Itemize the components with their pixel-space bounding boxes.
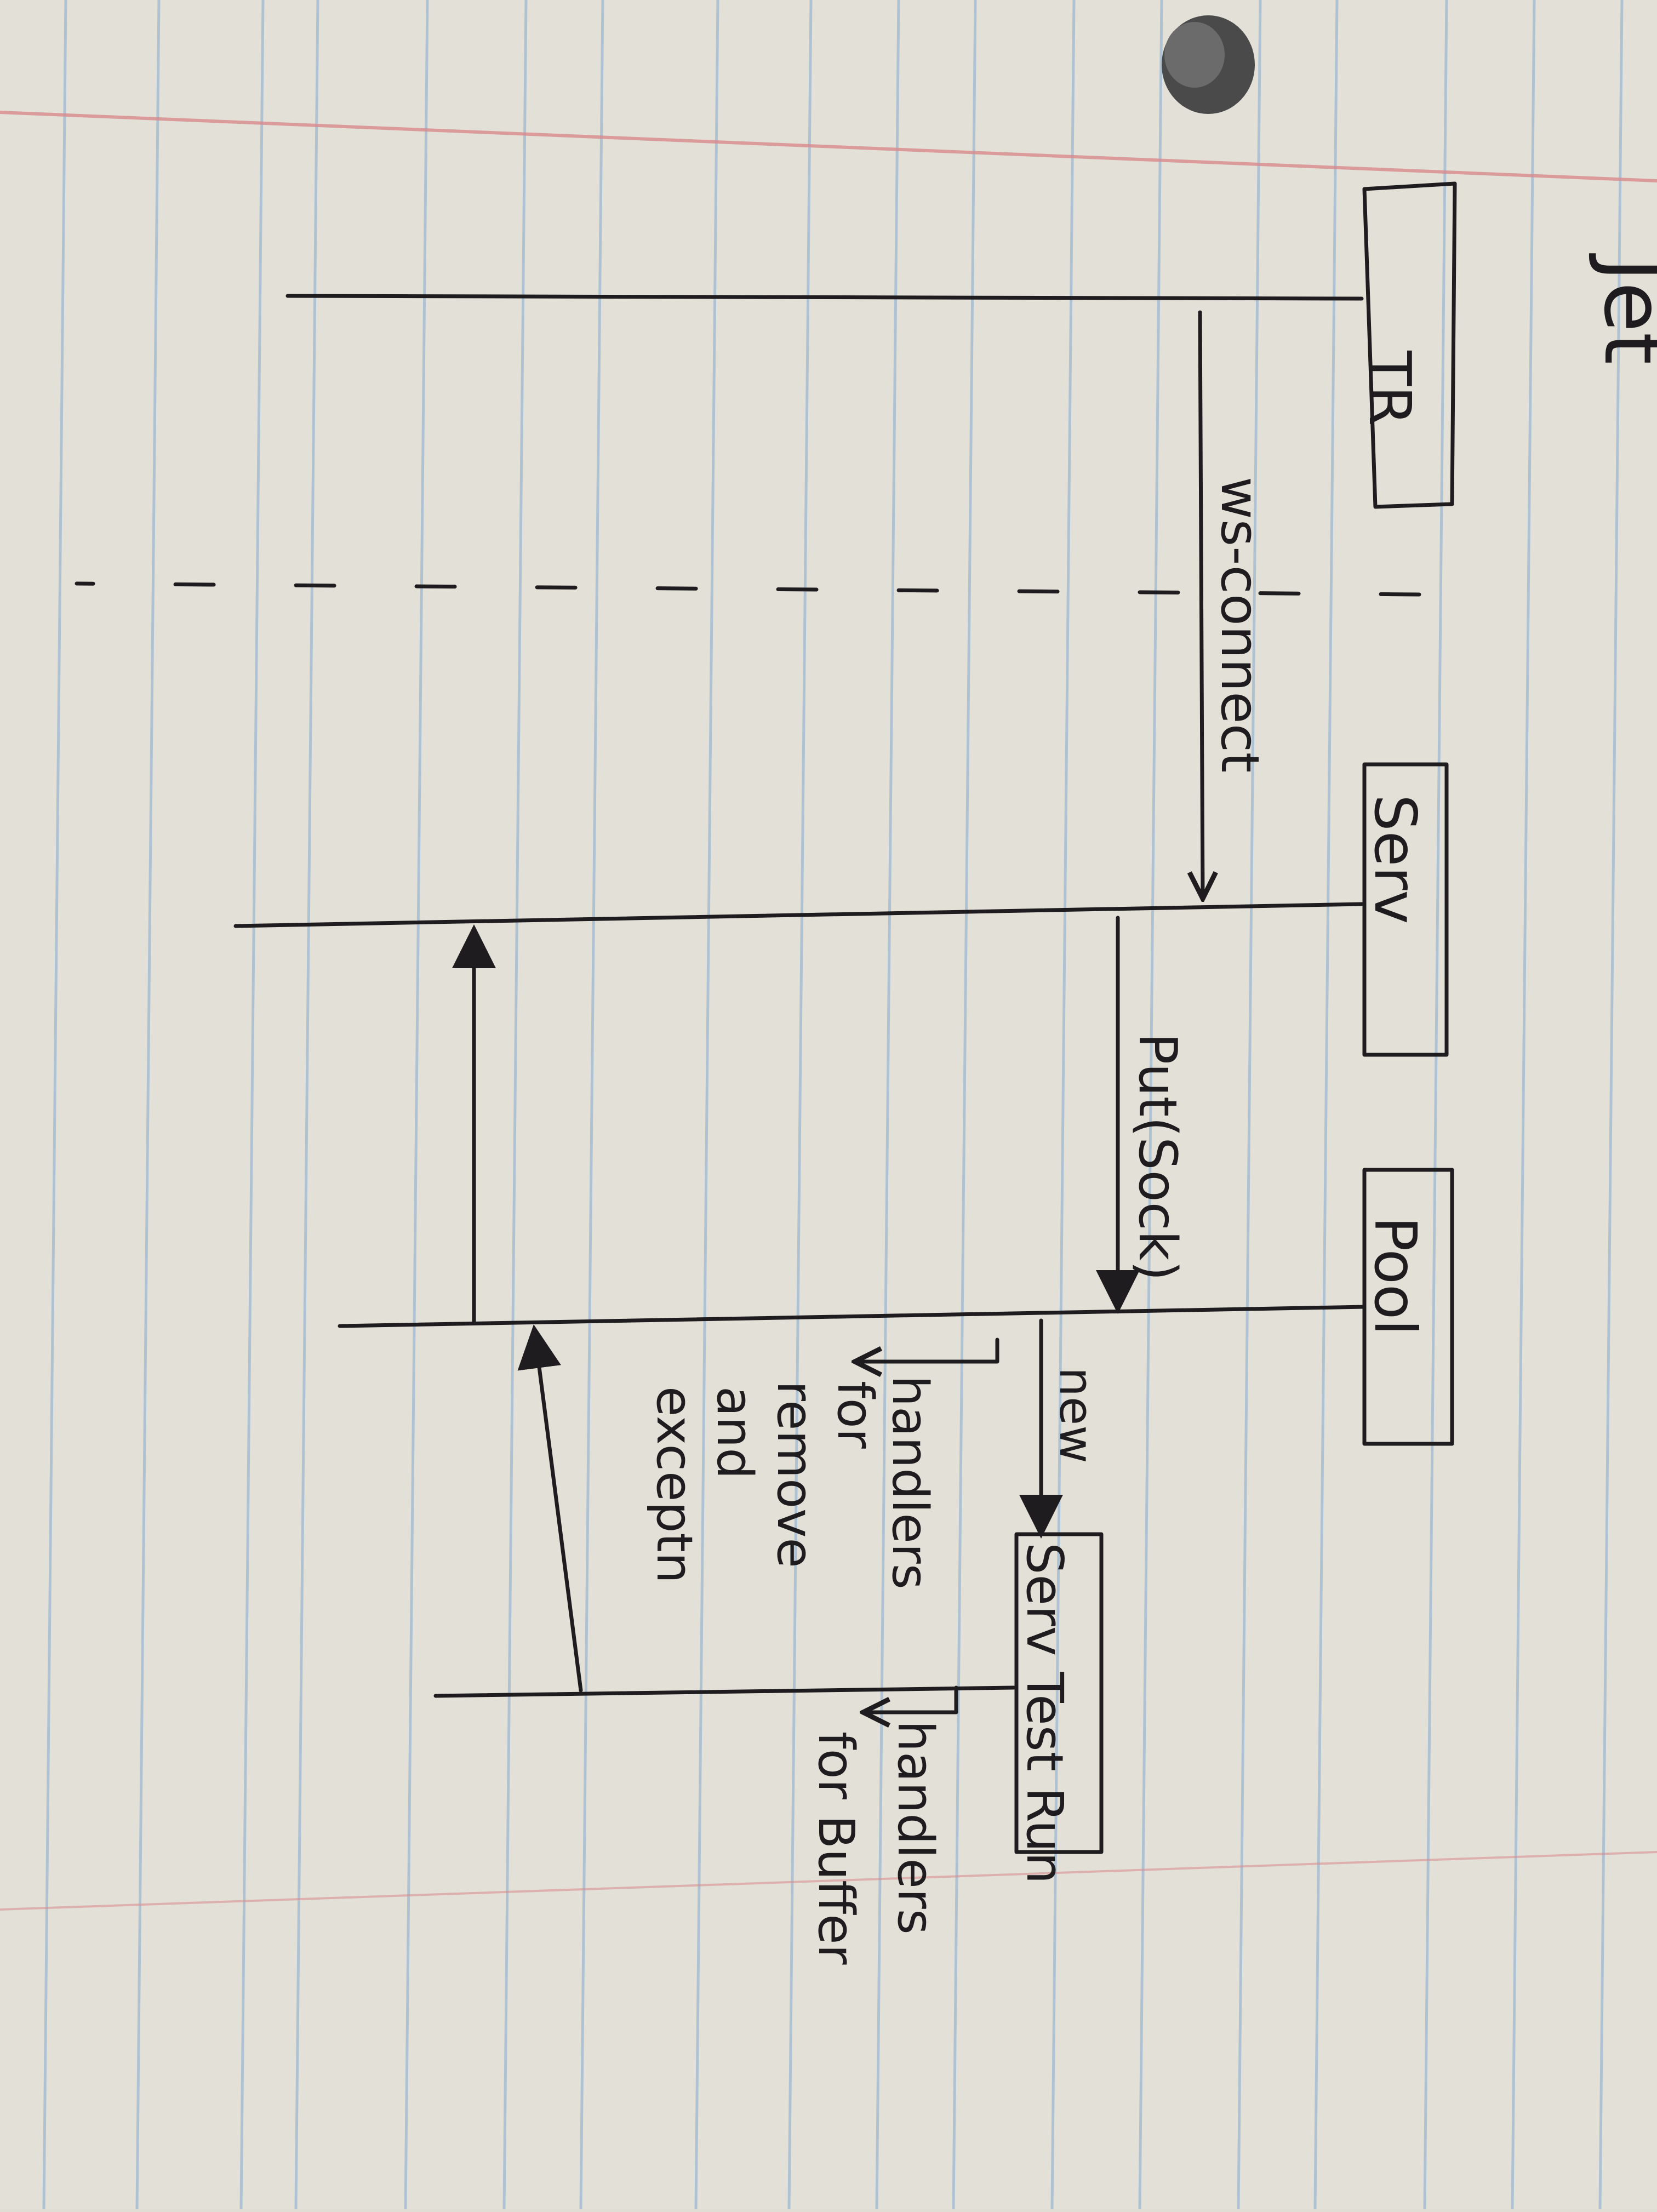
lifeline-tr (285, 294, 1364, 301)
message-put-sock-label: Put(Sock) (1127, 1033, 1187, 1281)
note-pool-handlers: handlers for remove and exceptn (645, 1375, 939, 1590)
participant-pool-label: Pool (1362, 1216, 1429, 1335)
participant-serv (1362, 762, 1449, 1057)
participant-box (1362, 181, 1457, 509)
ruled-line (579, 0, 604, 2210)
message-ws-connect (1200, 310, 1203, 899)
self-arrow-test-run-handlers (863, 1685, 958, 1712)
message-ws-connect-label: ws-connect (1209, 477, 1270, 773)
ruled-line (1313, 0, 1339, 2210)
lifeline-serv-test-run (433, 1685, 1016, 1698)
lifeline-pool (338, 1305, 1367, 1328)
ruled-line (1237, 0, 1262, 2210)
ruled-line (502, 0, 528, 2210)
note-line: for Buffer (807, 1731, 865, 1965)
note-line: handlers (887, 1721, 944, 1935)
page-heading: Jet (1586, 253, 1657, 364)
participant-serv-test-run-label: Serv Test Run (1015, 1542, 1074, 1884)
margin-line-top (0, 111, 1657, 182)
dashed-separator (75, 581, 1421, 597)
participant-tr (1362, 181, 1457, 509)
ruled-line (135, 0, 161, 2210)
ruled-line (1598, 0, 1624, 2210)
note-line: and (706, 1386, 763, 1479)
ruled-line (1511, 0, 1536, 2210)
ruled-line (294, 0, 319, 2210)
ruled-lines (42, 0, 1624, 2210)
message-new-label: new (1049, 1367, 1103, 1464)
note-line: for (826, 1381, 884, 1449)
ruled-line (787, 0, 813, 2210)
binder-hole-highlight (1164, 22, 1225, 88)
note-test-run-handlers: handlers for Buffer (807, 1721, 944, 1965)
ruled-line (239, 0, 265, 2210)
ruled-line (1050, 0, 1076, 2210)
return-to-pool (517, 1324, 583, 1693)
ruled-line (1138, 0, 1163, 2210)
participant-serv-label: Serv (1362, 795, 1429, 924)
participant-tr-label: TR (1356, 350, 1423, 426)
ruled-line (1423, 0, 1448, 2210)
self-arrow-pool-handlers (855, 1338, 999, 1362)
ruled-line (952, 0, 977, 2210)
margin-line-bottom (0, 1851, 1657, 1911)
note-line: exceptn (645, 1386, 703, 1584)
lifeline-serv (233, 902, 1364, 928)
ruled-line (42, 0, 67, 2210)
ruled-line (875, 0, 900, 2210)
note-line: remove (766, 1381, 824, 1568)
ruled-line (404, 0, 429, 2210)
ruled-line (694, 0, 719, 2210)
note-line: handlers (881, 1375, 939, 1590)
participant-box (1362, 762, 1449, 1057)
